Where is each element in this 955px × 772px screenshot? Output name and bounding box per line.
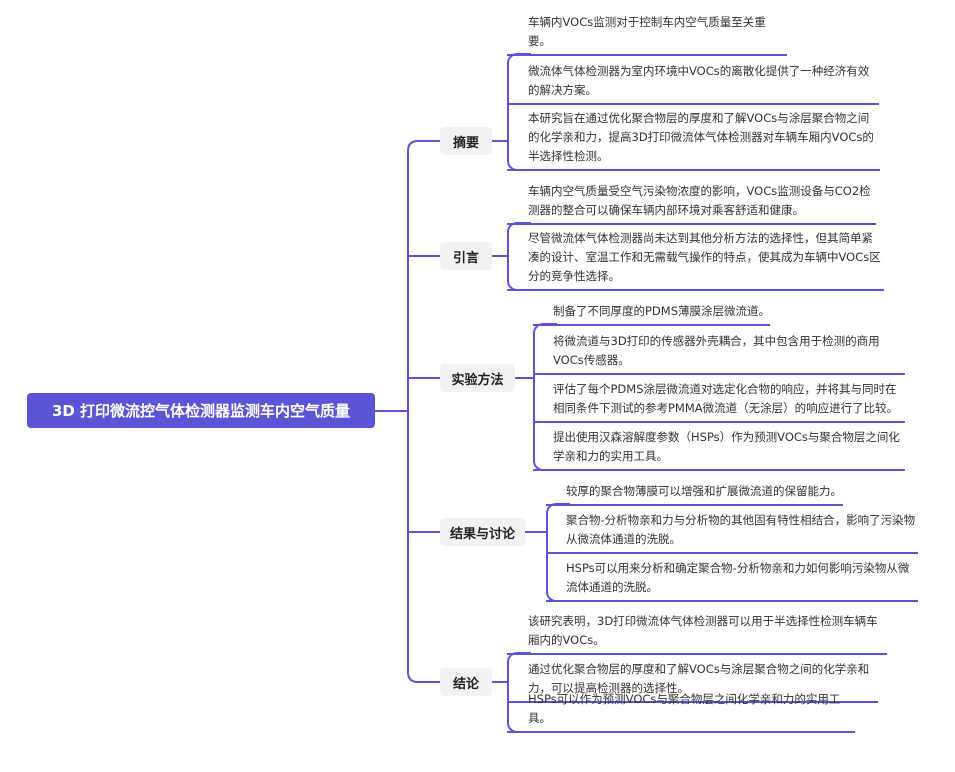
leaf-abstract-1[interactable]: 车辆内VOCs监测对于控制车内空气质量至关重要。 bbox=[507, 15, 787, 56]
category-introduction[interactable]: 引言 bbox=[440, 242, 492, 270]
leaf-results-2[interactable]: 聚合物-分析物亲和力与分析物的其他固有特性相结合，影响了污染物从微流体通道的洗脱… bbox=[546, 508, 918, 554]
leaf-conclusion-3[interactable]: HSPs可以作为预测VOCs与聚合物层之间化学亲和力的实用工具。 bbox=[507, 692, 855, 733]
leaf-methods-4[interactable]: 提出使用汉森溶解度参数（HSPs）作为预测VOCs与聚合物层之间化学亲和力的实用… bbox=[533, 426, 905, 471]
leaf-methods-3[interactable]: 评估了每个PDMS涂层微流道对选定化合物的响应，并将其与同时在相同条件下测试的参… bbox=[533, 377, 905, 423]
category-methods[interactable]: 实验方法 bbox=[440, 364, 515, 392]
trunk-line bbox=[407, 140, 440, 683]
root-topic[interactable]: 3D 打印微流控气体检测器监测车内空气质量 bbox=[27, 393, 375, 428]
category-conclusion[interactable]: 结论 bbox=[440, 668, 492, 696]
leaf-methods-1[interactable]: 制备了不同厚度的PDMS薄膜涂层微流道。 bbox=[533, 300, 770, 326]
leaf-introduction-2[interactable]: 尽管微流体气体检测器尚未达到其他分析方法的选择性，但其简单紧凑的设计、室温工作和… bbox=[507, 228, 884, 291]
leaf-results-3[interactable]: HSPs可以用来分析和确定聚合物-分析物亲和力如何影响污染物从微流体通道的洗脱。 bbox=[546, 556, 918, 602]
category-abstract[interactable]: 摘要 bbox=[440, 127, 492, 155]
leaf-conclusion-2[interactable]: 通过优化聚合物层的厚度和了解VOCs与涂层聚合物之间的化学亲和力，可以提高检测器… bbox=[507, 657, 878, 703]
leaf-results-1[interactable]: 较厚的聚合物薄膜可以增强和扩展微流道的保留能力。 bbox=[546, 480, 843, 506]
leaf-conclusion-1[interactable]: 该研究表明，3D打印微流体气体检测器可以用于半选择性检测车辆车厢内的VOCs。 bbox=[507, 609, 887, 655]
leaf-methods-2[interactable]: 将微流道与3D打印的传感器外壳耦合，其中包含用于检测的商用VOCs传感器。 bbox=[533, 329, 905, 375]
leaf-abstract-3[interactable]: 本研究旨在通过优化聚合物层的厚度和了解VOCs与涂层聚合物之间的化学亲和力，提高… bbox=[507, 107, 880, 171]
leaf-abstract-2[interactable]: 微流体气体检测器为室内环境中VOCs的离散化提供了一种经济有效的解决方案。 bbox=[507, 60, 879, 105]
leaf-introduction-1[interactable]: 车辆内空气质量受空气污染物浓度的影响，VOCs监测设备与CO2检测器的整合可以确… bbox=[507, 179, 876, 225]
category-results[interactable]: 结果与讨论 bbox=[440, 518, 525, 546]
